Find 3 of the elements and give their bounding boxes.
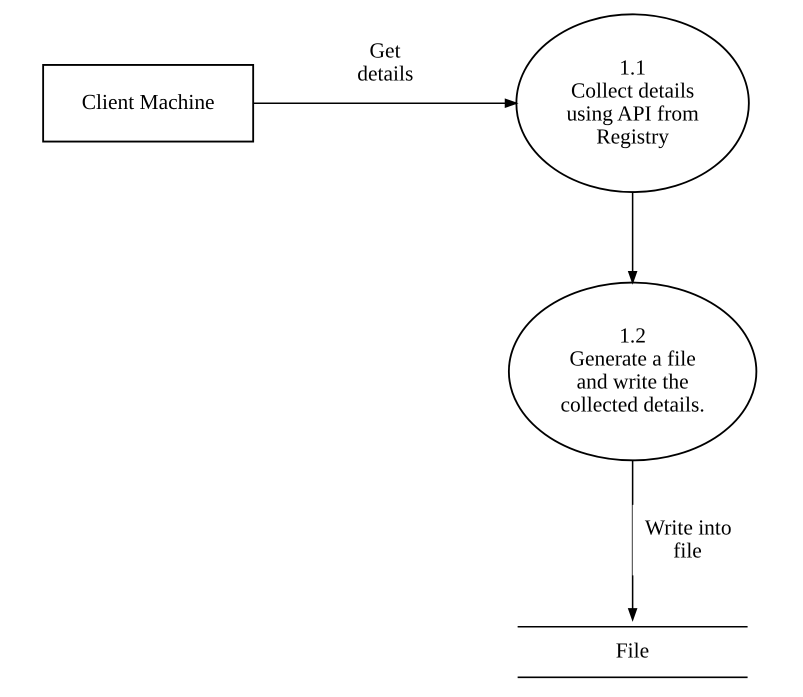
edge-label: Write into file xyxy=(644,515,732,562)
edge-label: Get details xyxy=(357,38,414,86)
node-text: File xyxy=(616,638,650,663)
